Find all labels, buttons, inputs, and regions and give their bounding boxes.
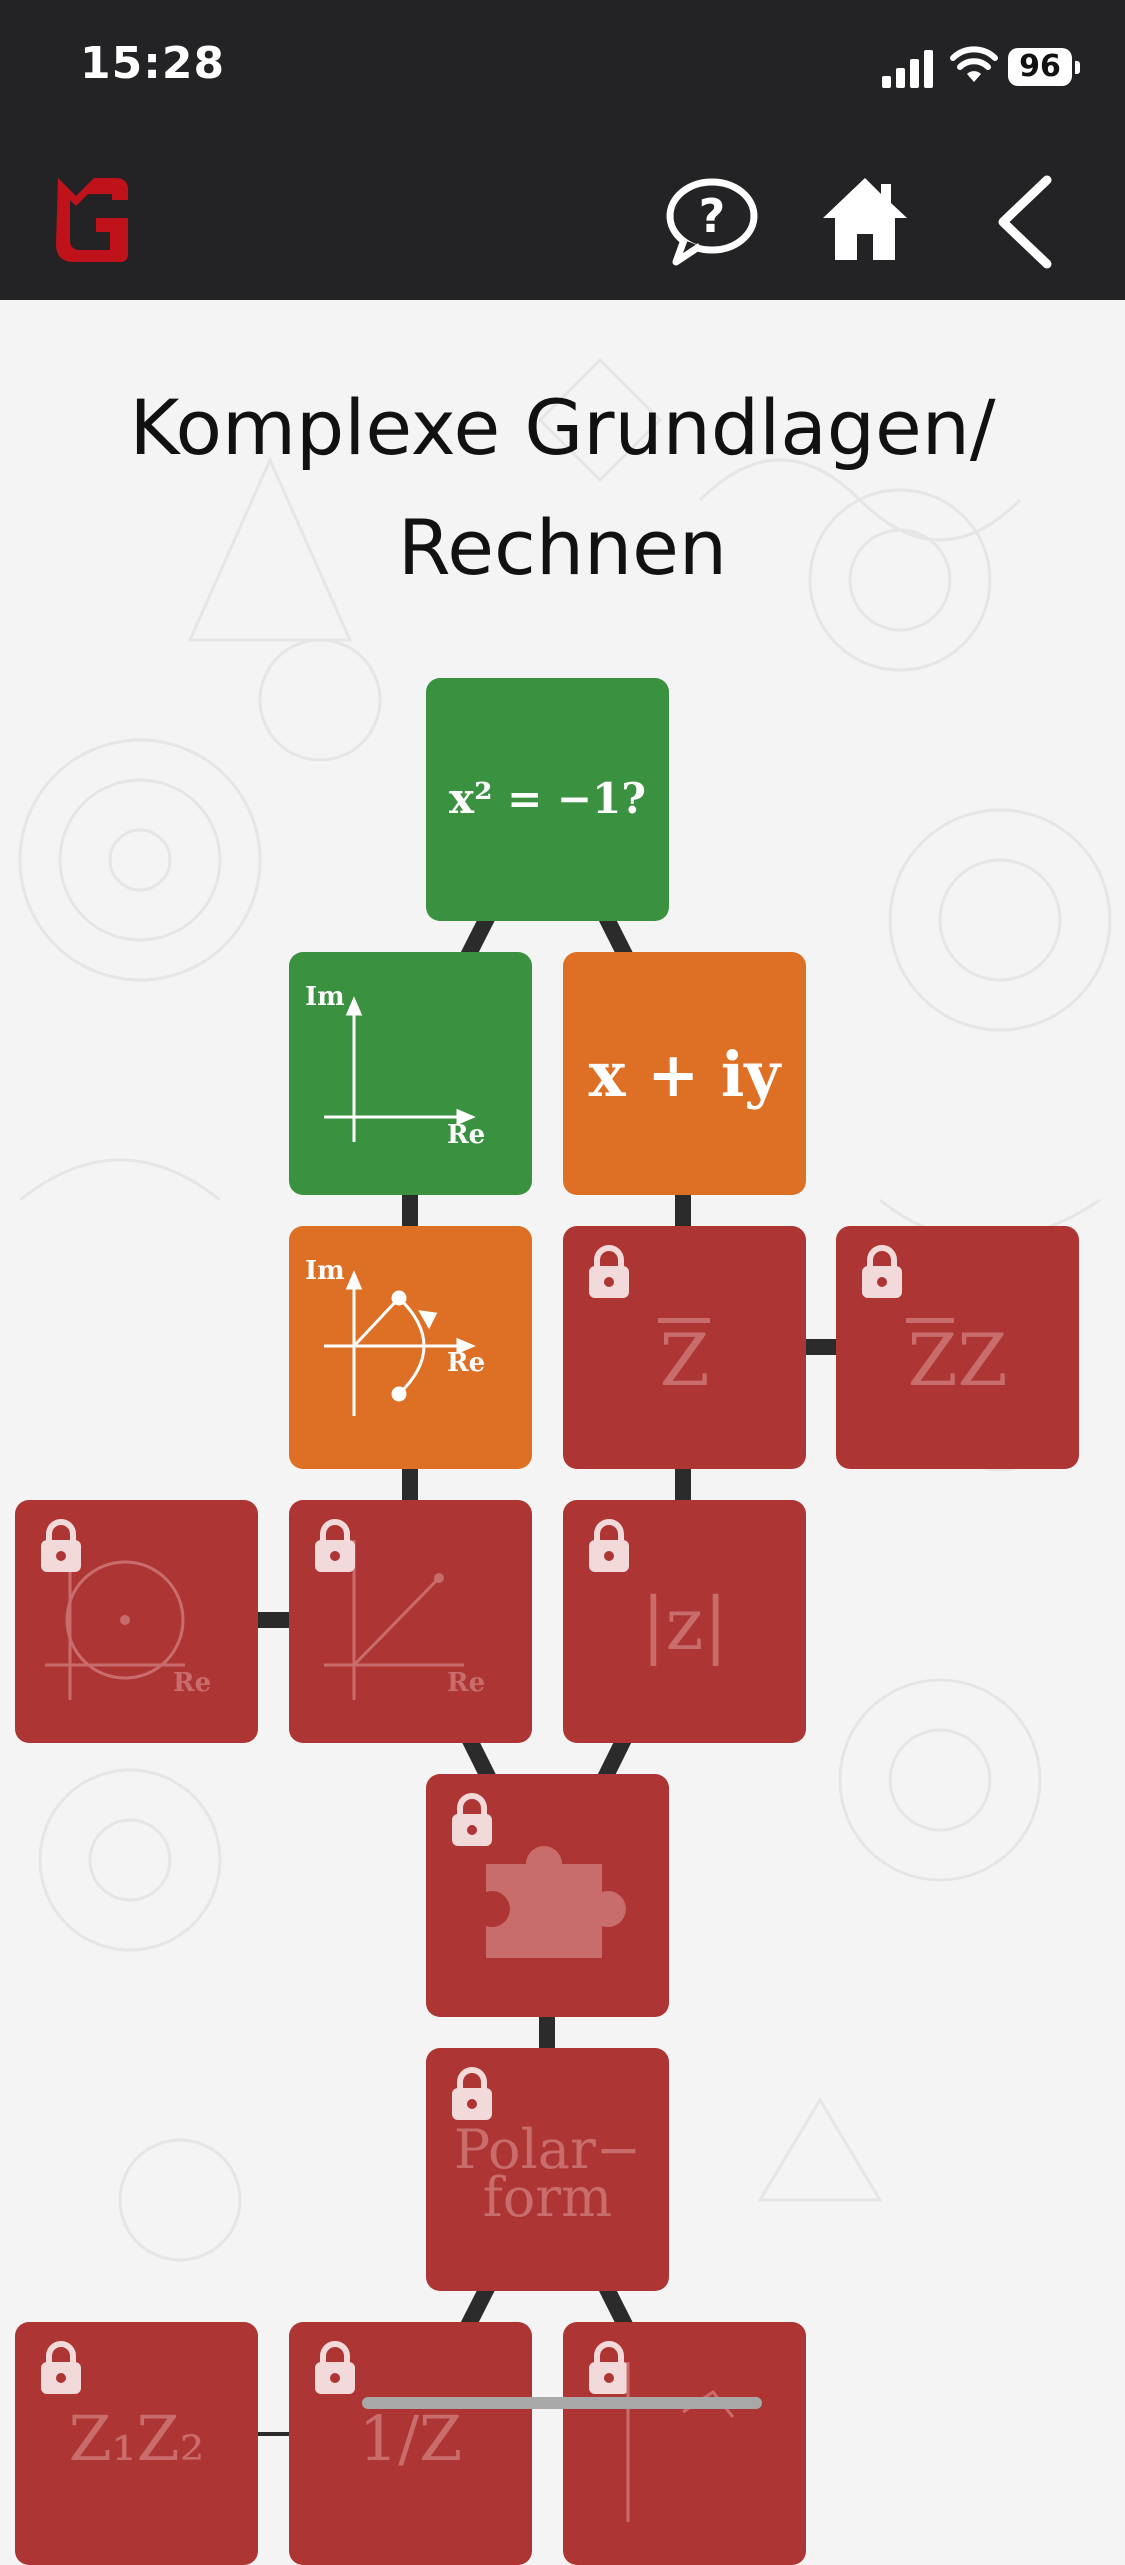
axis-im-label: Im bbox=[305, 982, 345, 1012]
tile-label: x + iy bbox=[588, 1038, 781, 1111]
tile-label-line2: form bbox=[482, 2166, 613, 2229]
battery-indicator: 96 bbox=[1008, 48, 1080, 86]
tile-label: |z| bbox=[641, 1582, 728, 1666]
cellular-signal-icon bbox=[882, 50, 933, 88]
conjugate-bar bbox=[658, 1318, 710, 1323]
skill-tile-puzzle[interactable] bbox=[426, 1774, 669, 2017]
page-title-line2: Rechnen bbox=[397, 503, 728, 592]
skill-tile-product[interactable]: Z₁Z₂ bbox=[15, 2322, 258, 2565]
lock-icon bbox=[589, 2341, 629, 2394]
skill-tile-vector-plane[interactable]: Re bbox=[289, 1500, 532, 1743]
skill-tile-reciprocal[interactable]: 1/Z bbox=[289, 2322, 532, 2565]
axis-re-label: Re bbox=[447, 1120, 486, 1150]
axis-re-label: Re bbox=[447, 1668, 486, 1698]
axis-re-label: Re bbox=[173, 1668, 212, 1698]
rotation-diagram bbox=[626, 2362, 735, 2522]
lock-icon bbox=[589, 1519, 629, 1572]
tile-label: 1/Z bbox=[358, 2402, 463, 2475]
tile-label: x² = −1? bbox=[449, 774, 646, 823]
home-indicator[interactable] bbox=[362, 2397, 762, 2409]
status-time: 15:28 bbox=[80, 38, 226, 89]
back-chevron-icon[interactable] bbox=[975, 170, 1075, 270]
skill-tile-circle-plane[interactable]: Re bbox=[15, 1500, 258, 1743]
tile-label: Z bbox=[659, 1318, 710, 1402]
skill-tile-absolute-value[interactable]: |z| bbox=[563, 1500, 806, 1743]
lock-icon bbox=[862, 1245, 902, 1298]
lock-icon bbox=[452, 2067, 492, 2120]
page-title: Komplexe Grundlagen/ Rechnen bbox=[0, 368, 1125, 608]
conjugate-bar bbox=[906, 1318, 954, 1323]
axis-re-label: Re bbox=[447, 1348, 486, 1378]
lock-icon bbox=[315, 2341, 355, 2394]
complex-arc-diagram bbox=[324, 1270, 476, 1416]
tile-label: Z₁Z₂ bbox=[68, 2402, 205, 2475]
lock-icon bbox=[589, 1245, 629, 1298]
skill-tile-imaginary-question[interactable]: x² = −1? bbox=[426, 678, 669, 921]
skill-tile-z-zbar[interactable]: ZZ bbox=[836, 1226, 1079, 1469]
help-bubble-icon[interactable]: ? bbox=[660, 170, 760, 270]
skill-tile-rotation[interactable] bbox=[563, 2322, 806, 2565]
axis-im-label: Im bbox=[305, 1256, 345, 1286]
complex-plane-diagram bbox=[324, 996, 476, 1142]
page-title-line1: Komplexe Grundlagen/ bbox=[129, 383, 996, 472]
lock-icon bbox=[41, 1519, 81, 1572]
svg-text:?: ? bbox=[699, 189, 726, 243]
skill-tile-complex-plane[interactable]: Im Re bbox=[289, 952, 532, 1195]
skill-tile-complex-arc[interactable]: Im Re bbox=[289, 1226, 532, 1469]
puzzle-icon bbox=[486, 1846, 626, 1958]
skill-tile-polar-form[interactable]: Polar− form bbox=[426, 2048, 669, 2291]
app-logo-icon[interactable] bbox=[48, 170, 136, 266]
wifi-icon bbox=[950, 46, 998, 82]
home-icon[interactable] bbox=[815, 170, 915, 270]
background-doodle-pattern bbox=[18, 357, 1112, 2262]
lock-icon bbox=[452, 1793, 492, 1846]
skill-tile-algebraic-form[interactable]: x + iy bbox=[563, 952, 806, 1195]
tile-label: ZZ bbox=[907, 1318, 1008, 1402]
tile-label-line1: Polar− bbox=[453, 2118, 642, 2181]
app-toolbar bbox=[0, 135, 1125, 300]
skill-tile-conjugate[interactable]: Z bbox=[563, 1226, 806, 1469]
lock-icon bbox=[315, 1519, 355, 1572]
lock-icon bbox=[41, 2341, 81, 2394]
status-bar: 15:28 96 bbox=[0, 0, 1125, 135]
